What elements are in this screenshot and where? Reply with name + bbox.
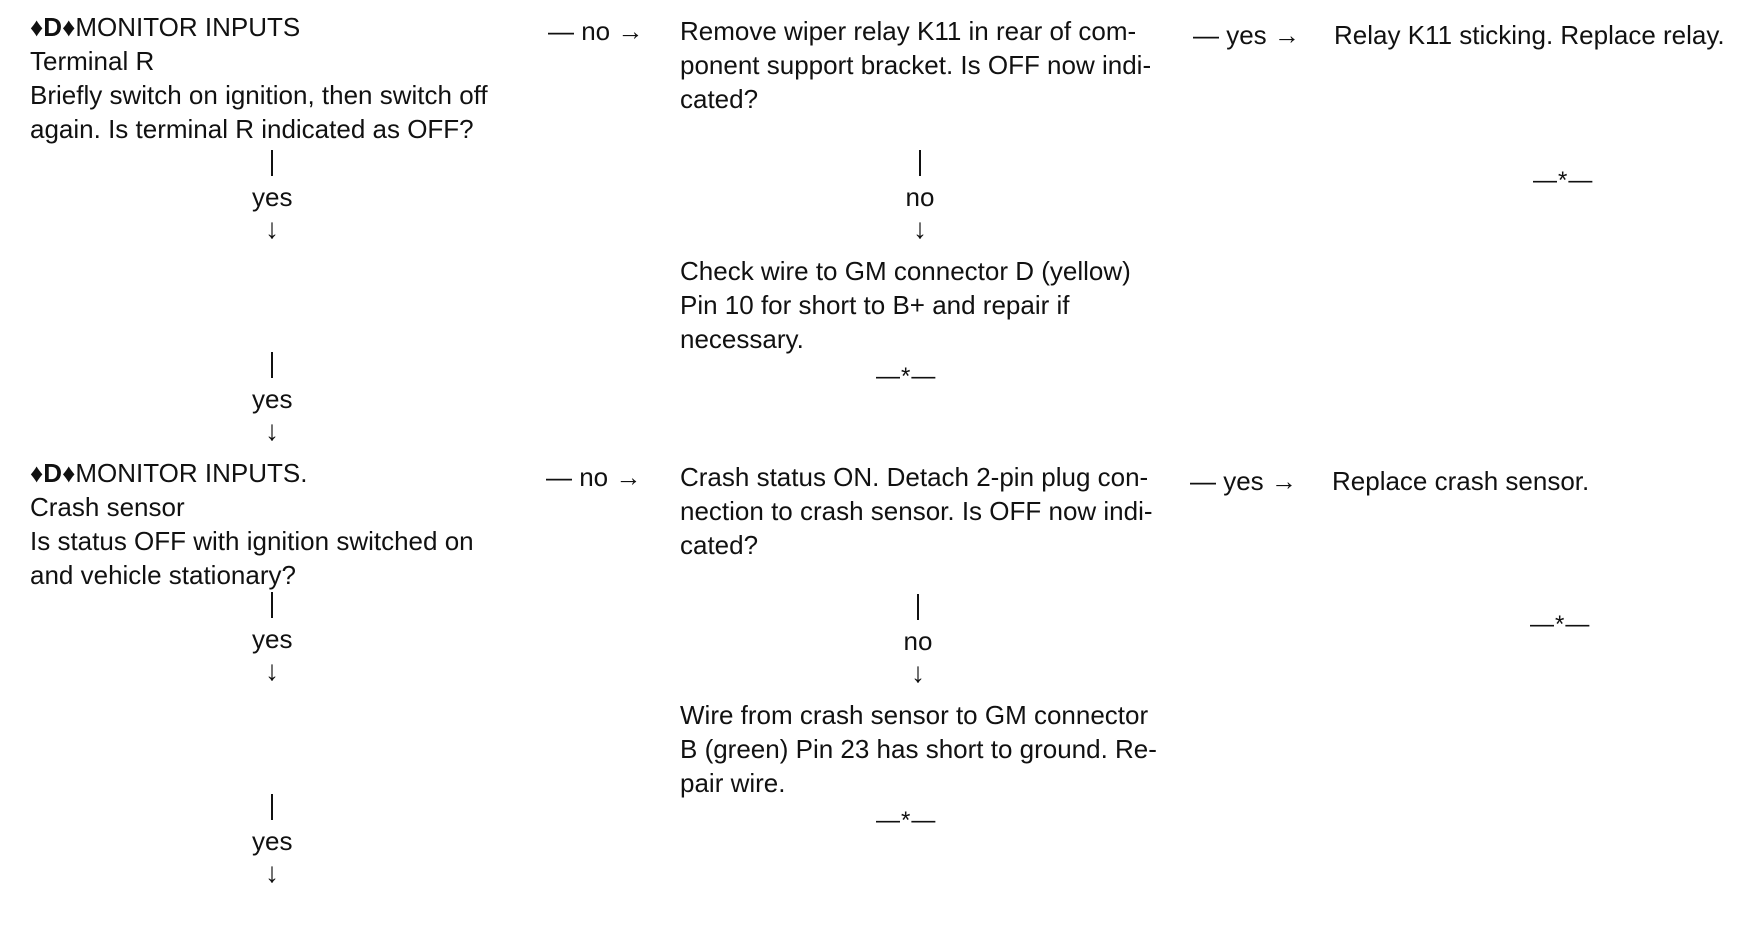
step1-yes-label-2: yes	[252, 384, 293, 414]
vertical-line-icon	[919, 150, 921, 176]
step1-no-line-1: Remove wiper relay K11 in rear of com-	[680, 16, 1137, 46]
step2-yes-connector-2: yes ↓	[252, 794, 292, 888]
vertical-line-icon	[271, 150, 273, 176]
step2-no-down-label: no	[903, 626, 933, 656]
step2-no-line-3: cated?	[680, 530, 759, 560]
step1-no-line-3: cated?	[680, 84, 759, 114]
step2-yes-label: yes	[252, 624, 293, 654]
step1-title: ♦D♦MONITOR INPUTS	[30, 10, 488, 44]
d-marker: D	[43, 12, 63, 42]
step1-no-down-connector: no ↓	[900, 150, 940, 244]
step1-question: ♦D♦MONITOR INPUTS Terminal R Briefly swi…	[30, 10, 488, 146]
step1-title-text: ♦MONITOR INPUTS	[62, 12, 301, 42]
vertical-line-icon	[271, 794, 273, 820]
step2-title-row: ♦D♦MONITOR INPUTS.	[30, 456, 474, 490]
step1-subtitle: Terminal R	[30, 46, 155, 76]
step2-line-2: and vehicle stationary?	[30, 560, 296, 590]
step2-question: ♦D♦MONITOR INPUTS. Crash sensor Is statu…	[30, 456, 474, 592]
arrow-down-icon: ↓	[265, 213, 279, 244]
step1-yes-connector: yes ↓	[252, 150, 292, 244]
vertical-line-icon	[917, 594, 919, 620]
step2-no-no-result: Wire from crash sensor to GM connector B…	[680, 698, 1157, 800]
step2-no-question: Crash status ON. Detach 2-pin plug con- …	[680, 460, 1153, 562]
diamond-icon: ♦	[30, 12, 44, 42]
step2-no-line-1: Crash status ON. Detach 2-pin plug con-	[680, 462, 1149, 492]
step2-no-no-end-mark: —*—	[876, 807, 937, 834]
step2-no-yes-end-mark: —*—	[1530, 611, 1591, 638]
arrow-down-icon: ↓	[911, 657, 925, 688]
step2-no-down-connector: no ↓	[898, 594, 938, 688]
step2-yes-connector: yes ↓	[252, 592, 292, 686]
arrow-down-icon: ↓	[265, 415, 279, 446]
arrow-down-icon: ↓	[265, 655, 279, 686]
step2-no-yes-arrow: — yes →	[1190, 466, 1297, 496]
step2-no-no-line-2: B (green) Pin 23 has short to ground. Re…	[680, 734, 1157, 764]
diamond-icon: ♦	[62, 458, 76, 488]
step1-no-yes-arrow: — yes →	[1193, 20, 1300, 50]
diamond-icon: ♦	[30, 458, 44, 488]
step2-no-yes-result: Replace crash sensor.	[1332, 466, 1590, 496]
step1-no-question: Remove wiper relay K11 in rear of com- p…	[680, 14, 1151, 116]
vertical-line-icon	[271, 352, 273, 378]
step1-no-yes-end-mark: —*—	[1533, 167, 1594, 194]
step1-line-1: Briefly switch on ignition, then switch …	[30, 80, 488, 110]
step2-no-no-line-3: pair wire.	[680, 768, 786, 798]
step1-no-no-line-3: necessary.	[680, 324, 804, 354]
vertical-line-icon	[271, 592, 273, 618]
step1-no-no-result: Check wire to GM connector D (yellow) Pi…	[680, 254, 1131, 356]
step1-line-2: again. Is terminal R indicated as OFF?	[30, 114, 474, 144]
step1-no-no-line-1: Check wire to GM connector D (yellow)	[680, 256, 1131, 286]
step2-no-line-2: nection to crash sensor. Is OFF now indi…	[680, 496, 1153, 526]
d-marker: D	[43, 458, 63, 488]
step1-no-no-line-2: Pin 10 for short to B+ and repair if	[680, 290, 1070, 320]
step1-no-line-2: ponent support bracket. Is OFF now indi-	[680, 50, 1152, 80]
step2-line-1: Is status OFF with ignition switched on	[30, 526, 474, 556]
arrow-down-icon: ↓	[913, 213, 927, 244]
step2-title: MONITOR INPUTS.	[75, 458, 308, 488]
step1-no-down-label: no	[905, 182, 935, 212]
step2-subtitle: Crash sensor	[30, 492, 185, 522]
step1-yes-connector-2: yes ↓	[252, 352, 292, 446]
step2-no-no-line-1: Wire from crash sensor to GM connector	[680, 700, 1149, 730]
step1-no-no-end-mark: —*—	[876, 363, 937, 390]
step2-no-arrow: — no →	[546, 462, 642, 492]
step1-yes-label: yes	[252, 182, 293, 212]
step1-no-yes-result: Relay K11 sticking. Replace relay.	[1334, 20, 1725, 50]
step1-no-arrow: — no →	[548, 16, 644, 46]
arrow-down-icon: ↓	[265, 857, 279, 888]
step2-yes-label-2: yes	[252, 826, 293, 856]
